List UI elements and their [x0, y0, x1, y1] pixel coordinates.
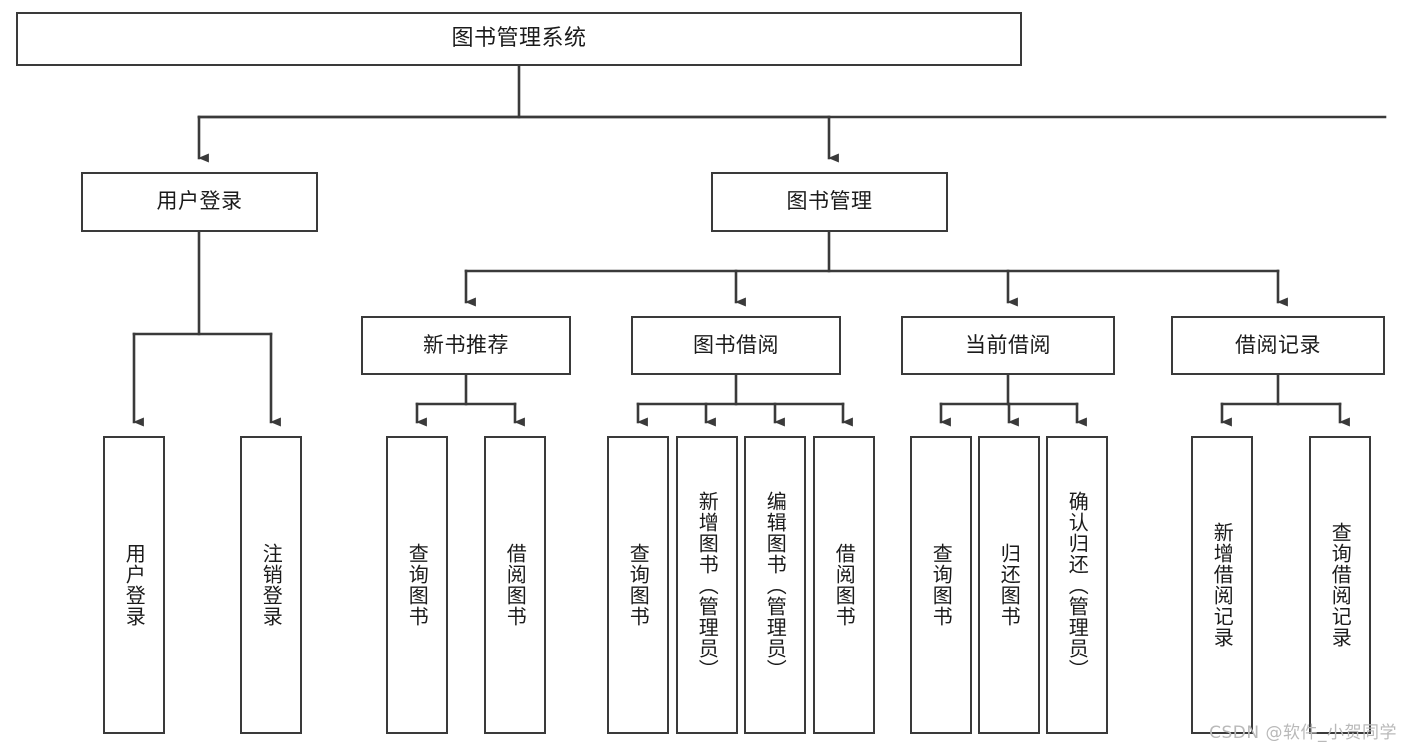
node-book-manage-label: 图书管理	[786, 189, 873, 214]
node-borrow-record[interactable]: 借阅记录	[1171, 316, 1385, 375]
node-leaf-confirm-return-label: 确认归还（管理员）	[1065, 490, 1090, 680]
node-leaf-logout-login-label: 注销登录	[259, 543, 284, 627]
node-leaf-query-book-3-label: 查询图书	[929, 543, 954, 627]
node-book-manage[interactable]: 图书管理	[711, 172, 948, 232]
node-leaf-borrow-book-1-label: 借阅图书	[503, 543, 528, 627]
node-leaf-borrow-book-2[interactable]: 借阅图书	[813, 436, 875, 734]
node-borrow-record-label: 借阅记录	[1235, 332, 1321, 357]
node-leaf-edit-book[interactable]: 编辑图书（管理员）	[744, 436, 806, 734]
node-leaf-query-book-2-label: 查询图书	[626, 543, 651, 627]
node-book-borrow-label: 图书借阅	[693, 332, 779, 357]
node-leaf-borrow-book-1[interactable]: 借阅图书	[484, 436, 546, 734]
node-current-borrow[interactable]: 当前借阅	[901, 316, 1115, 375]
watermark: CSDN @软件_小贺同学	[1209, 723, 1397, 743]
node-leaf-add-book[interactable]: 新增图书（管理员）	[676, 436, 738, 734]
node-leaf-confirm-return[interactable]: 确认归还（管理员）	[1046, 436, 1108, 734]
node-current-borrow-label: 当前借阅	[965, 332, 1051, 357]
node-root-label: 图书管理系统	[451, 25, 587, 51]
node-leaf-query-record-label: 查询借阅记录	[1328, 522, 1353, 648]
node-leaf-user-login-label: 用户登录	[122, 543, 147, 627]
node-new-book-recommend[interactable]: 新书推荐	[361, 316, 571, 375]
node-leaf-edit-book-label: 编辑图书（管理员）	[763, 490, 788, 680]
node-leaf-query-book-2[interactable]: 查询图书	[607, 436, 669, 734]
node-leaf-add-book-label: 新增图书（管理员）	[695, 490, 720, 680]
node-new-book-recommend-label: 新书推荐	[423, 332, 509, 357]
node-user-login-label: 用户登录	[156, 189, 243, 214]
node-leaf-query-book-1[interactable]: 查询图书	[386, 436, 448, 734]
node-leaf-query-book-3[interactable]: 查询图书	[910, 436, 972, 734]
node-leaf-return-book[interactable]: 归还图书	[978, 436, 1040, 734]
node-user-login[interactable]: 用户登录	[81, 172, 318, 232]
node-leaf-query-book-1-label: 查询图书	[405, 543, 430, 627]
node-leaf-user-login[interactable]: 用户登录	[103, 436, 165, 734]
node-leaf-query-record[interactable]: 查询借阅记录	[1309, 436, 1371, 734]
node-leaf-logout-login[interactable]: 注销登录	[240, 436, 302, 734]
node-book-borrow[interactable]: 图书借阅	[631, 316, 841, 375]
node-leaf-borrow-book-2-label: 借阅图书	[832, 543, 857, 627]
node-leaf-add-record-label: 新增借阅记录	[1210, 522, 1235, 648]
node-leaf-return-book-label: 归还图书	[997, 543, 1022, 627]
node-root[interactable]: 图书管理系统	[16, 12, 1022, 66]
node-leaf-add-record[interactable]: 新增借阅记录	[1191, 436, 1253, 734]
